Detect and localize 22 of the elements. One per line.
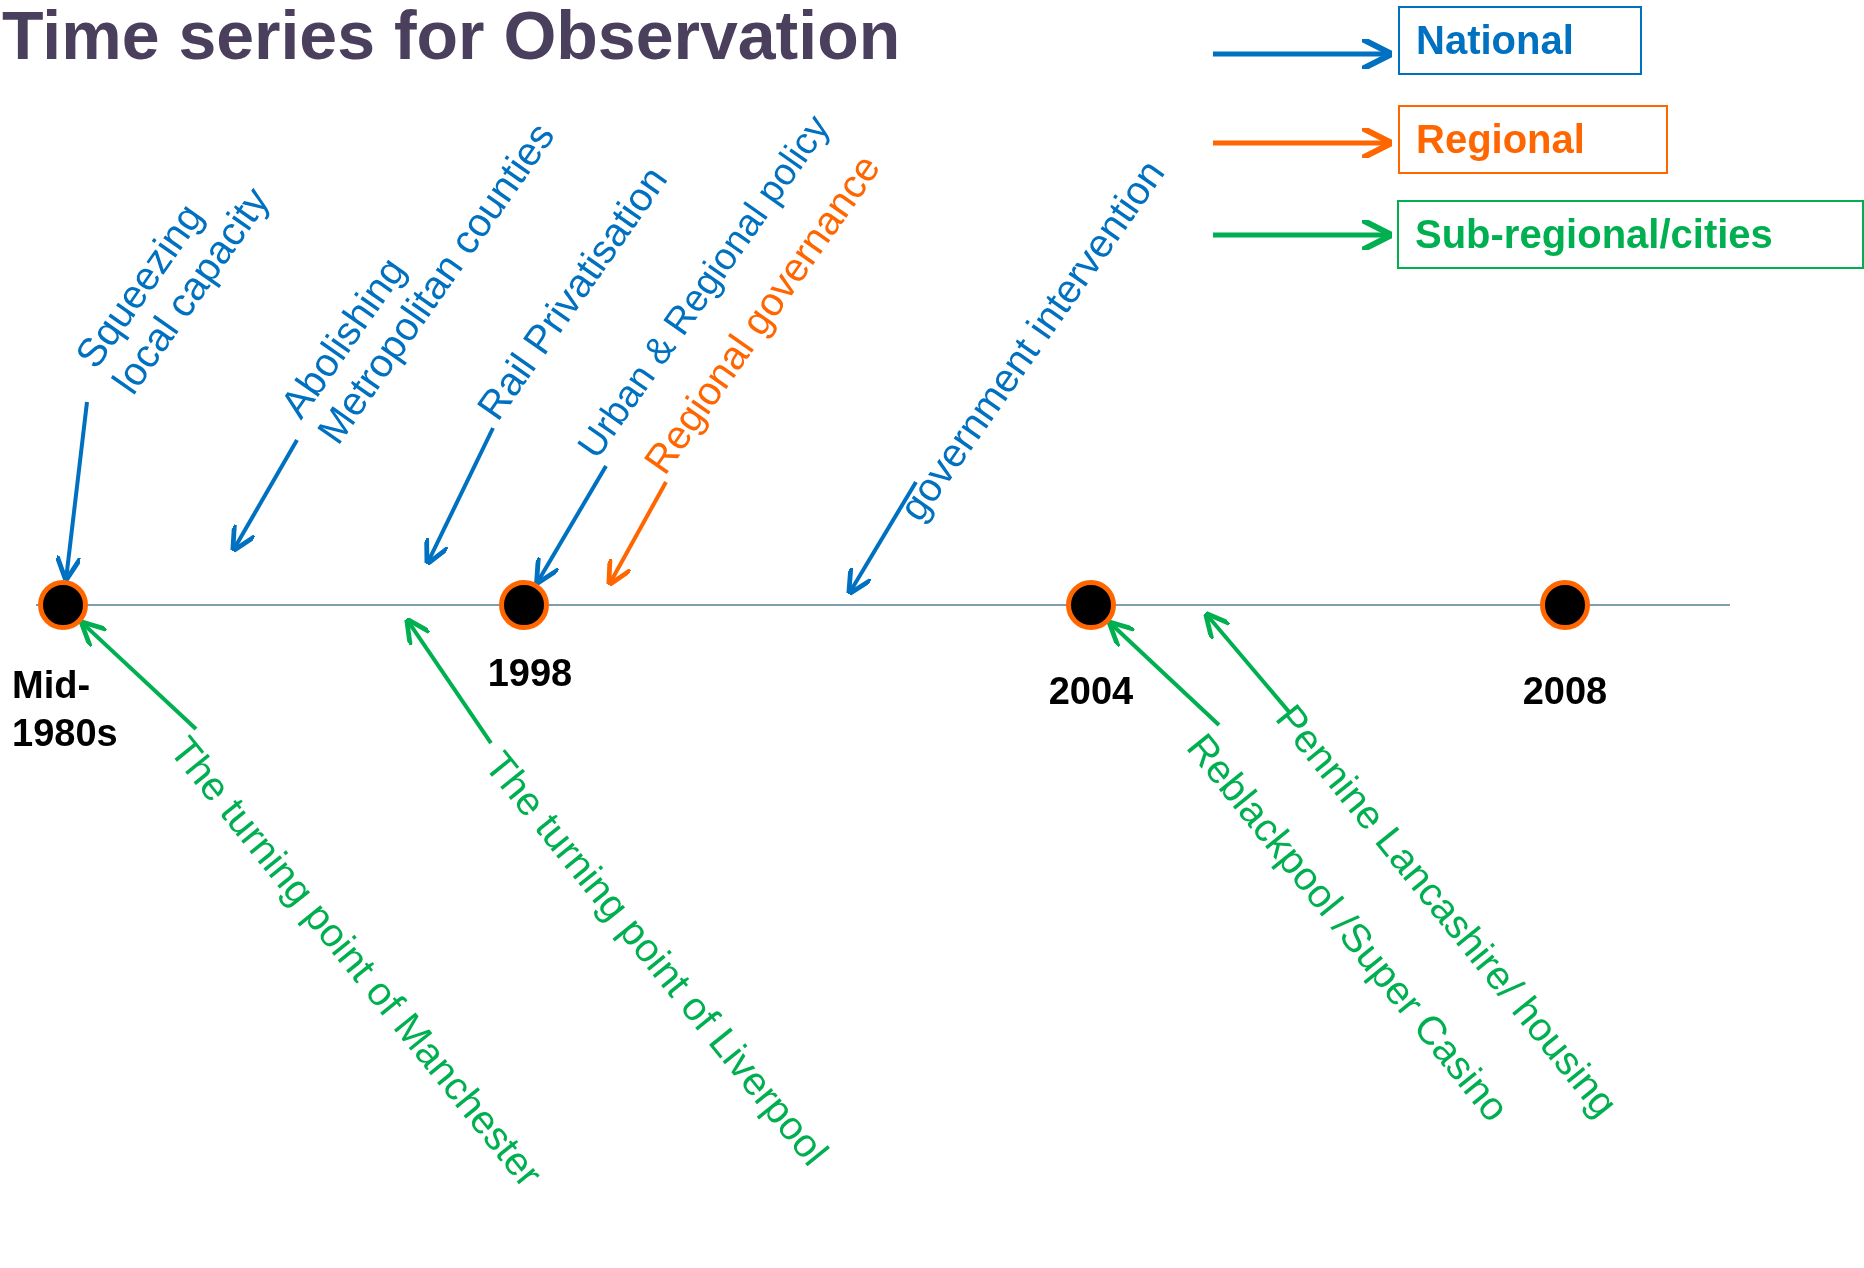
arrow bbox=[404, 616, 493, 745]
arrow bbox=[424, 427, 495, 567]
legend-label: Sub-regional/cities bbox=[1397, 200, 1864, 269]
year-label: 2004 bbox=[1047, 669, 1135, 714]
arrow bbox=[606, 481, 668, 588]
timeline-dot bbox=[38, 580, 88, 630]
year-label: 1998 bbox=[486, 651, 574, 696]
year-label: Mid-1980s bbox=[12, 663, 119, 756]
legend-label: National bbox=[1398, 6, 1642, 75]
legend-label: Regional bbox=[1398, 105, 1668, 174]
arrow bbox=[54, 401, 89, 583]
diagram-title: Time series for Observation bbox=[2, 0, 901, 74]
arrow bbox=[1203, 610, 1292, 715]
timeline-dot bbox=[1066, 580, 1116, 630]
timeline-dot bbox=[499, 580, 549, 630]
arrow bbox=[846, 480, 918, 597]
arrow bbox=[230, 439, 299, 554]
arrow bbox=[1106, 619, 1221, 727]
arrow bbox=[78, 619, 198, 731]
timeline-dot bbox=[1540, 580, 1590, 630]
year-label: 2008 bbox=[1521, 669, 1609, 714]
arrow bbox=[534, 465, 608, 587]
